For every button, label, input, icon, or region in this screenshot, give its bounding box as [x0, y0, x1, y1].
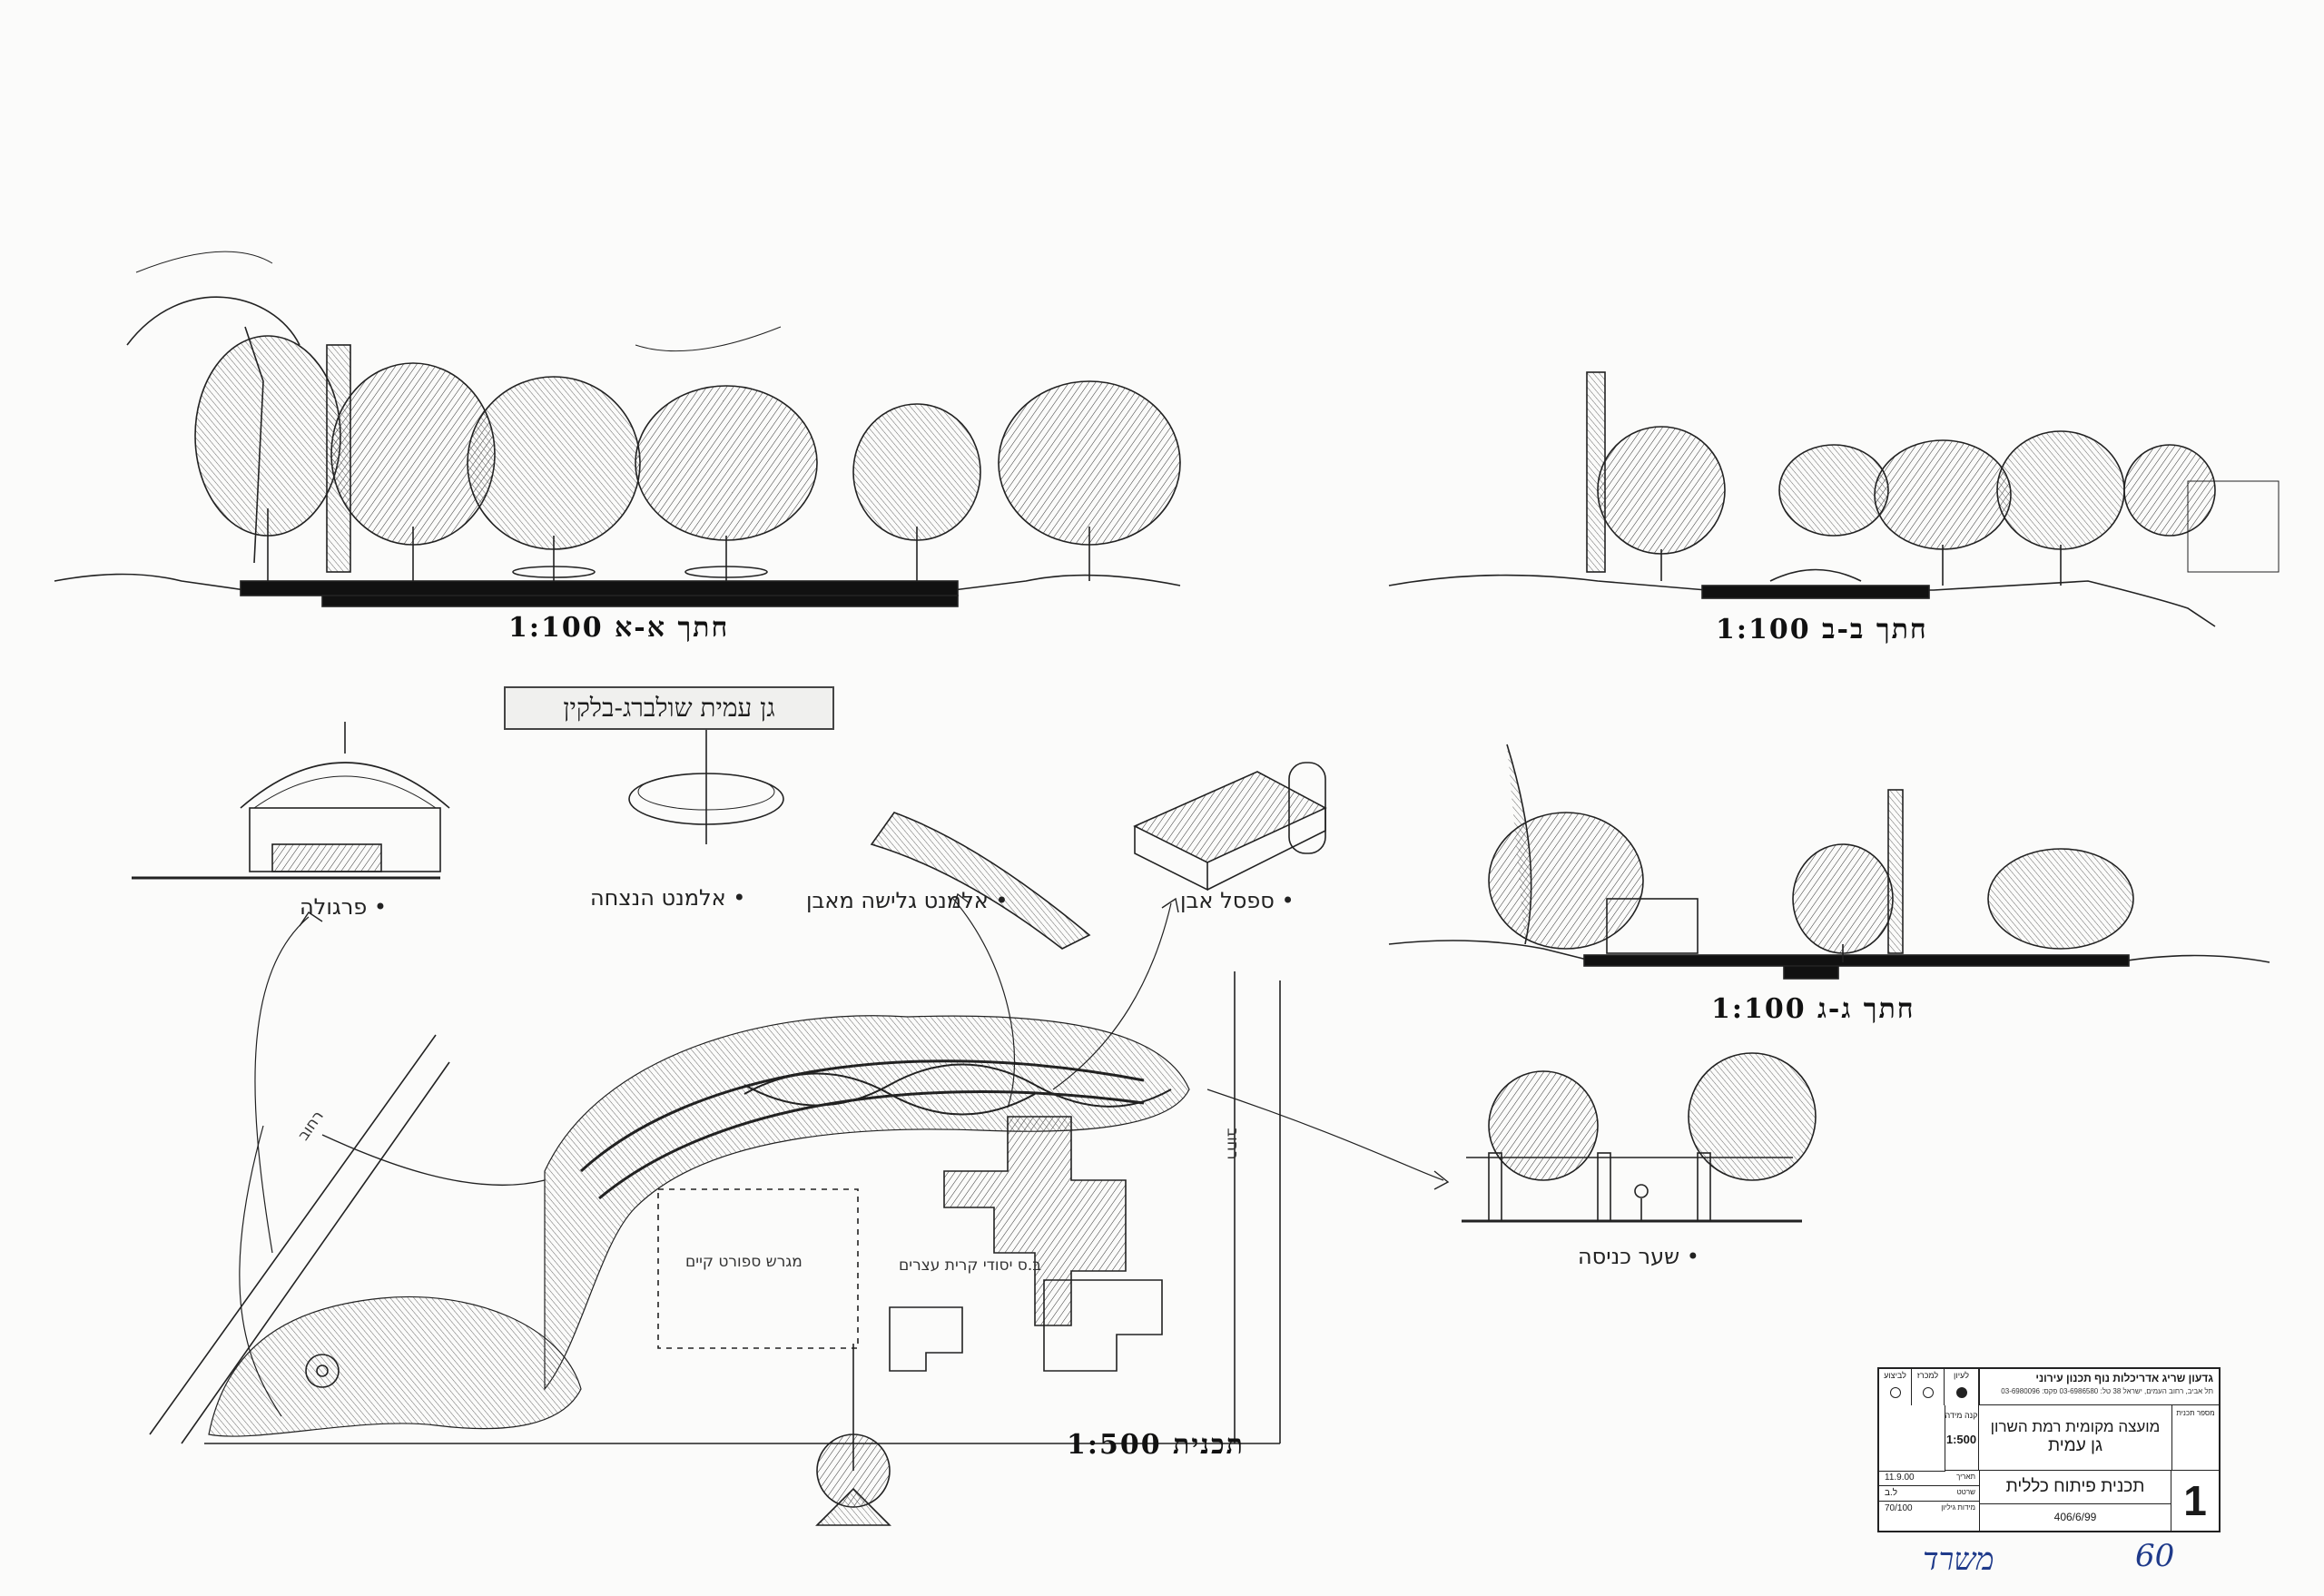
drawing-title: תכנית פיתוח כללית: [1979, 1471, 2171, 1504]
section-bb-drawing: [1388, 371, 2280, 627]
status-label: לביצוע: [1884, 1371, 1906, 1380]
site-plan-drawing: [149, 892, 1450, 1526]
stone-bench-caption: • ספסל אבן: [1180, 888, 1295, 913]
compass-cell: [1879, 1405, 1945, 1472]
drawn-by-label: שרטט: [1956, 1488, 1975, 1496]
date-row: 11.9.00 תאריך: [1879, 1471, 1979, 1486]
paper-value: 70/100: [1885, 1503, 1913, 1513]
client-name: מועצה מקומית רמת השרון: [1990, 1418, 2161, 1435]
scale-cell: קנה מידה 1:500: [1945, 1405, 1979, 1471]
handwritten-number: 60: [2135, 1538, 2175, 1574]
title-block: לביצוע למכרז לעיון גדעון שריג אדריכלות נ…: [1877, 1367, 2221, 1532]
status-for-review: לעיון: [1945, 1369, 1979, 1405]
section-bb-title: חתך ב-ב 1:100: [1716, 614, 1928, 645]
plan-title: תכנית 1:500: [1067, 1429, 1245, 1461]
project-number-label: מספר תכנית: [2176, 1409, 2215, 1417]
office-header: גדעון שריג אדריכלות נוף תכנון עירוני תל …: [1979, 1369, 2219, 1405]
status-dot-icon: [1922, 1387, 1934, 1398]
scale-value: 1:500: [1945, 1433, 1977, 1446]
date-label: תאריך: [1955, 1473, 1975, 1481]
section-gg-title: חתך ג-ג 1:100: [1711, 993, 1915, 1025]
park-name-label: גן עמית שולברג-בלקין: [504, 686, 834, 730]
section-aa-title: חתך א-א 1:100: [508, 612, 730, 644]
scale-label: קנה מידה: [1945, 1411, 1978, 1420]
drawn-by-value: ל.ב: [1885, 1488, 1898, 1498]
handwritten-note: משרד: [1923, 1542, 1994, 1578]
office-address: תל אביב, רחוב העמים, ישראל 38 טל: 03-698…: [2001, 1387, 2213, 1395]
stone-glide-caption: • אלמנט גלישה מאבן: [806, 888, 1009, 913]
status-label: לעיון: [1954, 1371, 1969, 1380]
project-number-cell: מספר תכנית: [2171, 1405, 2219, 1471]
stone-bench-sketch: [1133, 762, 1327, 892]
pergola-caption: • פרגולה: [300, 894, 388, 920]
pergola-sketch: [132, 722, 450, 880]
paper-row: 70/100 מידות גיליון: [1879, 1502, 1979, 1516]
office-name: גדעון שריג אדריכלות נוף תכנון עירוני: [2035, 1372, 2213, 1384]
school-note: ב.ס יסודי קרית עצרים: [899, 1256, 1042, 1275]
sheet-number: 1: [2171, 1471, 2219, 1531]
status-dot-filled-icon: [1955, 1387, 1967, 1398]
section-gg-drawing: [1388, 744, 2270, 980]
status-for-tender: למכרז: [1912, 1369, 1945, 1405]
project-cell: מועצה מקומית רמת השרון גן עמית: [1979, 1405, 2171, 1471]
entrance-gate-caption: • שער כניסה: [1578, 1244, 1699, 1269]
memorial-element-sketch: [628, 699, 784, 844]
status-label: למכרז: [1916, 1371, 1939, 1380]
status-dot-icon: [1889, 1387, 1901, 1398]
status-for-construction: לביצוע: [1879, 1369, 1912, 1405]
stone-glide-sketch: [870, 812, 1091, 950]
memorial-caption: • אלמנט הנצחה: [590, 885, 746, 911]
drawn-by-row: ל.ב שרטט: [1879, 1486, 1979, 1502]
section-aa-drawing: [54, 251, 1181, 607]
project-name: גן עמית: [2047, 1436, 2103, 1455]
date-value: 11.9.00: [1885, 1473, 1915, 1483]
sports-field-note: מגרש ספורט קיים: [685, 1253, 803, 1271]
paper-label: מידות גיליון: [1941, 1503, 1975, 1512]
meta-rows: 11.9.00 תאריך ל.ב שרטט 70/100 מידות גילי…: [1879, 1471, 1980, 1531]
entrance-gate-sketch: [1462, 1052, 1817, 1223]
file-number: 406/6/99: [2053, 1511, 2097, 1523]
east-street-label: רחוב: [1223, 1128, 1242, 1160]
